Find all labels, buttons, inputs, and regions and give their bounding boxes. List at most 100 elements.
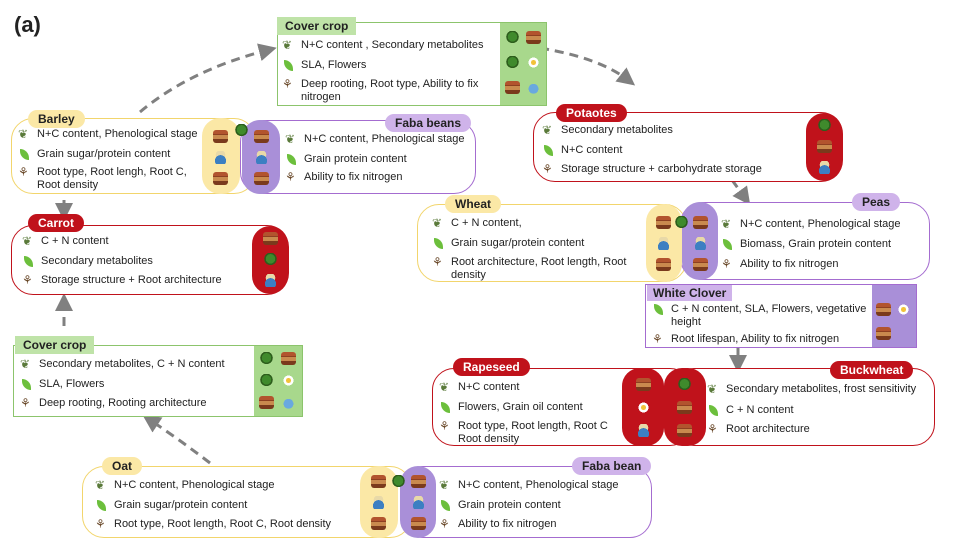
plant-trait-icon [721,218,735,230]
leaf-trait-icon [709,405,718,416]
plant-icon [817,119,832,132]
soil-icon [656,258,671,271]
soil-icon [817,140,832,153]
node-oat: N+C content, Phenological stage Grain su… [82,466,412,538]
trait-row: Flowers, Grain oil content [439,401,629,414]
trait-text: Root architecture [726,423,810,435]
trait-text: Root type, Root length, Root C Root dens… [458,420,608,445]
plant-trait-icon [20,358,34,370]
trait-row: N+C content , Secondary metabolites [282,39,500,52]
node-title: Barley [28,110,85,128]
plant-trait-icon [95,479,109,491]
flower-icon [281,374,296,387]
clover-icon-strip [872,285,916,347]
root-trait-icon [707,423,721,435]
root-trait-icon [721,258,735,270]
grain-bowl-icon [213,151,228,164]
flower-icon [896,303,911,316]
soil-icon [677,424,692,437]
trait-row: Root type, Root length, Root C, Root den… [95,518,365,531]
trait-row: Root type, Root length, Root C Root dens… [439,420,629,446]
panel-label: (a) [14,12,41,37]
trait-text: Secondary metabolites, frost sensitivity [726,383,917,395]
trait-text: C + N content, [451,217,522,229]
soil-icon [254,130,269,143]
leaf-trait-icon [22,379,31,390]
node-peas: N+C content, Phenological stage Biomass,… [680,202,930,280]
plant-icon [391,475,406,488]
grain-bowl-icon [656,237,671,250]
trait-text: Ability to fix nitrogen [458,518,557,530]
node-title: Cover crop [277,17,357,35]
trait-text: Root type, Root length, Root C, Root den… [114,518,332,530]
node-title: Faba bean [572,457,652,475]
trait-text: Storage structure + carbohydrate storage [561,163,762,175]
root-trait-icon [285,171,299,183]
leaf-trait-icon [24,256,33,267]
arrow-covercrop-to-potatoes [539,46,636,86]
plant-trait-icon [22,235,36,247]
trait-row: Ability to fix nitrogen [285,171,471,184]
trait-row: SLA, Flowers [20,378,252,391]
trait-text: SLA, Flowers [39,378,105,390]
leaf-trait-icon [20,149,29,160]
node-potatoes: Secondary metabolites N+C content Storag… [533,112,843,182]
buckwheat-icon-strip [664,368,706,446]
soil-icon [505,81,520,94]
soil-icon [526,31,541,44]
trait-row: Grain sugar/protein content [95,499,365,512]
root-trait-icon [652,333,666,345]
trait-text: SLA, Flowers [301,59,367,71]
plant-icon [505,31,520,44]
grain-bowl-icon [636,424,651,437]
trait-row: Secondary metabolites, frost sensitivity [707,383,933,396]
trait-text: N+C content, Phenological stage [740,218,901,230]
trait-row: C + N content [707,404,933,417]
soil-icon [371,475,386,488]
plant-trait-icon [542,124,556,136]
trait-row: Deep rooting, Root type, Ability to fix … [282,78,500,104]
trait-row: Root architecture [707,423,933,436]
node-title: Rapeseed [453,358,530,376]
arrow-oat-to-covercrop [142,415,211,465]
plant-icon [259,352,274,365]
trait-text: Secondary metabolites, C + N content [39,358,225,370]
wheat-icon-strip [646,204,682,282]
soil-icon [254,172,269,185]
arrow-potatoes-to-peas [730,179,751,206]
trait-row: Secondary metabolites, C + N content [20,358,252,371]
trait-row: Storage structure + carbohydrate storage [542,163,802,176]
trait-row: N+C content, Phenological stage [18,128,203,141]
leaf-trait-icon [441,402,450,413]
trait-text: C + N content [726,404,794,416]
trait-row: Ability to fix nitrogen [721,258,927,271]
node-carrot: C + N content Secondary metabolites Stor… [11,225,289,295]
trait-row: Storage structure + Root architecture [22,274,252,287]
trait-text: C + N content [41,235,109,247]
plant-icon [505,56,520,69]
node-title: Peas [852,193,901,211]
grain-bowl-icon [263,274,278,287]
plant-trait-icon [439,479,453,491]
soil-icon [876,303,891,316]
trait-row: SLA, Flowers [282,59,500,72]
trait-text: Ability to fix nitrogen [740,258,839,270]
soil-icon [213,130,228,143]
plant-trait-icon [432,217,446,229]
plant-trait-icon [18,128,32,140]
node-title: Carrot [28,214,85,232]
trait-row: C + N content, [432,217,632,230]
trait-text: Grain sugar/protein content [37,148,171,160]
leaf-trait-icon [97,500,106,511]
soil-icon [411,517,426,530]
trait-row: Grain protein content [285,153,471,166]
trait-text: N+C content, Phenological stage [458,479,619,491]
trait-text: Secondary metabolites [561,124,673,136]
trait-text: Storage structure + Root architecture [41,274,222,286]
trait-row: Root lifespan, Ability to fix nitrogen [652,333,867,346]
trait-row: N+C content, Phenological stage [95,479,365,492]
node-title: White Clover [647,285,733,301]
leaf-trait-icon [441,500,450,511]
trait-text: Flowers, Grain oil content [458,401,583,413]
